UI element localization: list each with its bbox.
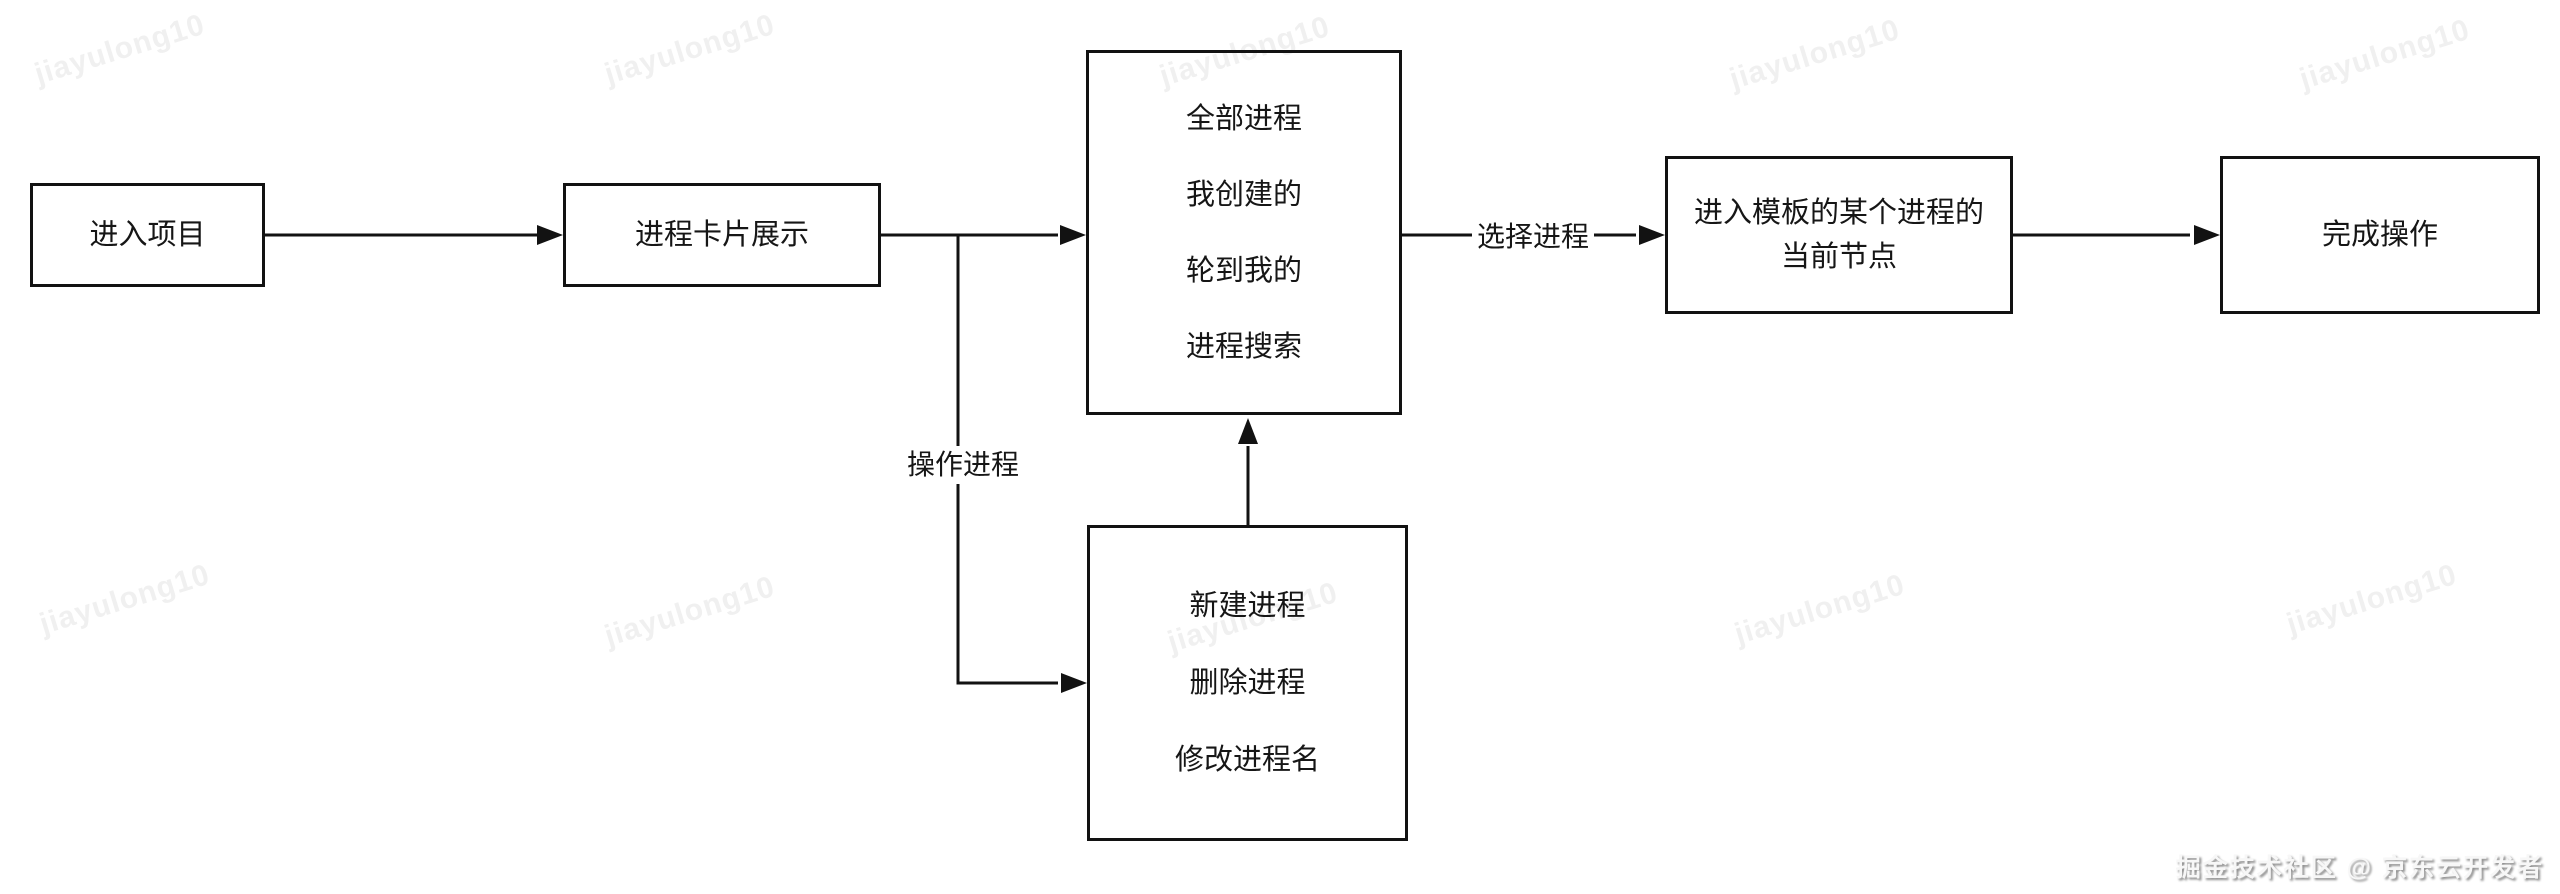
node-label: 删除进程 [1189, 666, 1306, 699]
node-process-cards: 进程卡片展示 [563, 183, 881, 287]
edge-label-select-process: 选择进程 [1471, 218, 1595, 256]
node-template-current: 进入模板的某个进程的 当前节点 [1665, 156, 2013, 314]
arrowhead-right-icon [1060, 225, 1086, 245]
node-process-list: 全部进程 我创建的 轮到我的 进程搜索 [1086, 50, 1402, 415]
arrowhead-up-icon [1238, 418, 1258, 444]
node-label: 新建进程 [1189, 589, 1306, 622]
node-operate-menu: 新建进程 删除进程 修改进程名 [1087, 525, 1408, 841]
node-label: 进程卡片展示 [634, 219, 809, 251]
node-label: 进入项目 [89, 219, 206, 251]
node-label: 全部进程 [1185, 102, 1302, 135]
node-complete-operation: 完成操作 [2220, 156, 2540, 314]
attribution-watermark: 掘金技术社区 @ 京东云开发者 [2175, 854, 2544, 882]
arrowhead-right-icon [1061, 673, 1087, 693]
node-label: 进入模板的某个进程的 [1693, 197, 1984, 229]
edge-label-operate-process: 操作进程 [901, 446, 1025, 484]
edge-cards-to-menu [956, 235, 1058, 685]
arrowhead-right-icon [1639, 225, 1665, 245]
node-label: 进程搜索 [1185, 330, 1302, 363]
arrowhead-right-icon [2194, 225, 2220, 245]
node-label: 轮到我的 [1185, 254, 1302, 287]
arrowhead-right-icon [537, 225, 563, 245]
node-label: 当前节点 [1780, 241, 1897, 273]
node-label: 修改进程名 [1174, 743, 1320, 776]
node-label: 完成操作 [2321, 219, 2438, 251]
node-label: 我创建的 [1185, 178, 1302, 211]
node-enter-project: 进入项目 [30, 183, 265, 287]
